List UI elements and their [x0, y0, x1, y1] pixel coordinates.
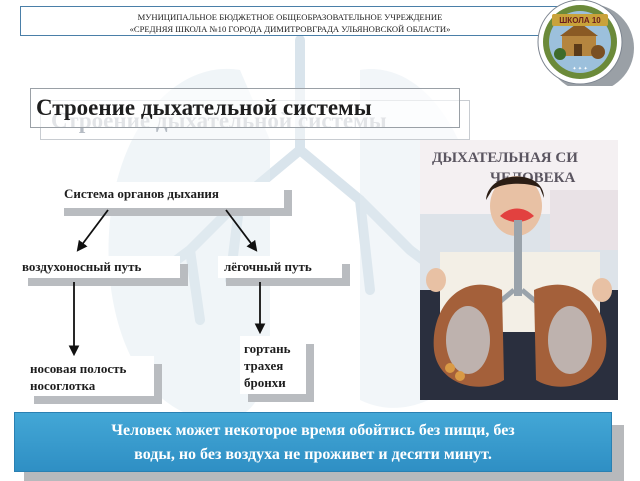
diagram-root-label: Система органов дыхания: [56, 182, 284, 208]
diagram-right-branch-node: лёгочный путь: [218, 256, 350, 286]
footer-line2: воды, но без воздуха не проживет и десят…: [134, 446, 492, 463]
diagram-left-branch-label: воздухоносный путь: [20, 256, 180, 278]
photo-caption-line1: ДЫХАТЕЛЬНАЯ СИ: [432, 150, 578, 166]
school-emblem-icon: ШКОЛА 10 ✦ ✦ ✦: [537, 0, 634, 92]
diagram-left-items-node: носовая полость носоглотка: [26, 356, 162, 404]
svg-text:✦ ✦ ✦: ✦ ✦ ✦: [572, 66, 587, 72]
school-logo: ШКОЛА 10 ✦ ✦ ✦: [528, 0, 640, 92]
diagram-left-branch-node: воздухоносный путь: [20, 256, 188, 286]
logo-text: ШКОЛА 10: [559, 16, 601, 25]
school-header-line1: МУНИЦИПАЛЬНОЕ БЮДЖЕТНОЕ ОБЩЕОБРАЗОВАТЕЛЬ…: [137, 12, 443, 22]
slide-title-text: Строение дыхательной системы: [36, 95, 372, 120]
diagram-right-items-node: гортань трахея бронхи: [240, 336, 314, 402]
diagram-right-item: трахея: [244, 358, 284, 373]
slide-title: Строение дыхательной системы: [30, 88, 460, 128]
diagram-right-branch-label: лёгочный путь: [218, 256, 342, 278]
diagram-root-node: Система органов дыхания: [56, 182, 292, 216]
school-header: МУНИЦИПАЛЬНОЕ БЮДЖЕТНОЕ ОБЩЕОБРАЗОВАТЕЛЬ…: [20, 6, 560, 36]
footer-line1: Человек может некоторое время обойтись б…: [111, 422, 515, 439]
school-header-line2: «СРЕДНЯЯ ШКОЛА №10 ГОРОДА ДИМИТРОВГРАДА …: [129, 24, 451, 34]
diagram-left-item: носоглотка: [30, 378, 96, 393]
diagram-right-item: бронхи: [244, 375, 286, 390]
diagram-left-item: носовая полость: [30, 361, 127, 376]
diagram-right-item: гортань: [244, 341, 291, 356]
student-lung-model-photo: ДЫХАТЕЛЬНАЯ СИ ЧЕЛОВЕКА: [420, 140, 618, 400]
footer-banner: Человек может некоторое время обойтись б…: [14, 412, 612, 472]
